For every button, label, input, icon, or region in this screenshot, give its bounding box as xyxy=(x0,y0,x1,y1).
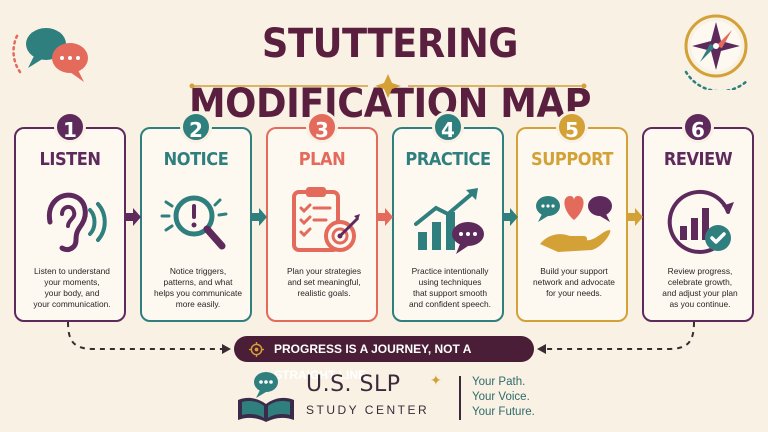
chat-bubbles-icon xyxy=(12,28,88,82)
arrow-right-icon xyxy=(627,208,643,226)
arrow-right-icon xyxy=(251,208,267,226)
step-title: REVIEW xyxy=(663,149,733,170)
logo-wordmark: U.S. SLP xyxy=(306,372,401,397)
step-card-review: 6 REVIEW Review progress,celebrate growt… xyxy=(642,111,754,322)
step-title: PLAN xyxy=(298,149,346,170)
progress-banner: PROGRESS IS A JOURNEY, NOT A STRAIGHT LI… xyxy=(234,336,534,382)
step-number-badge: 3 xyxy=(306,111,338,143)
growth-chart-icon xyxy=(414,188,484,254)
step-title: NOTICE xyxy=(163,149,229,170)
magnifier-icon xyxy=(160,195,228,250)
title-divider xyxy=(189,74,587,98)
step-number-badge: 1 xyxy=(54,111,86,143)
footer-divider xyxy=(459,376,461,420)
step-number-badge: 6 xyxy=(682,111,714,143)
review-chart-icon xyxy=(667,189,734,254)
arrow-right-icon xyxy=(125,208,141,226)
step-description: Review progress,celebrate growth,and adj… xyxy=(662,266,738,309)
logo-subtitle: STUDY CENTER xyxy=(306,403,430,417)
dashed-loop-left xyxy=(67,321,231,354)
ear-icon xyxy=(46,192,107,253)
tagline-line: Your Path. xyxy=(472,376,526,388)
step-title: SUPPORT xyxy=(530,149,613,170)
sparkle-icon: ✦ xyxy=(430,372,442,388)
arrow-right-icon xyxy=(377,208,393,226)
arrow-right-icon xyxy=(502,208,518,226)
step-title: PRACTICE xyxy=(405,149,491,170)
step-number-badge: 5 xyxy=(556,111,588,143)
clipboard-target-icon xyxy=(292,187,360,252)
tagline-line: Your Voice. xyxy=(472,391,530,403)
step-title: LISTEN xyxy=(39,149,101,170)
step-number-badge: 4 xyxy=(432,111,464,143)
step-card-notice: 2 NOTICE Notice triggers,patterns, and w… xyxy=(140,111,252,322)
book-chat-logo-icon xyxy=(238,372,294,422)
support-hand-icon xyxy=(536,196,612,252)
tagline-line: Your Future. xyxy=(472,406,535,418)
step-number-badge: 2 xyxy=(180,111,212,143)
compass-icon xyxy=(684,14,750,90)
page-title: STUTTERING MODIFICATION MAP xyxy=(188,21,592,127)
dashed-loop-right xyxy=(537,321,695,354)
target-icon xyxy=(249,342,264,357)
